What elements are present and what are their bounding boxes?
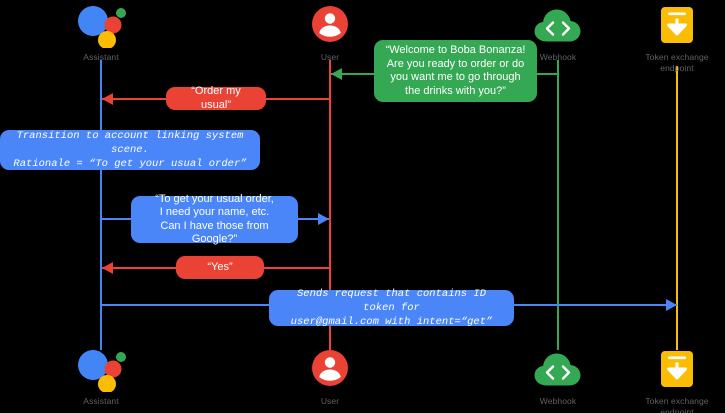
message-box-yes: “Yes” [176,256,264,279]
download-box-icon [622,348,725,392]
lifeline-user [329,60,331,350]
actor-webhook-bottom: Webhook [503,348,613,407]
cloud-code-icon [503,348,613,392]
actor-label-webhook: Webhook [539,396,577,406]
actor-endpoint-top: Token exchange endpoint [622,4,725,74]
message-text-transition-note: Transition to account linking system sce… [13,130,247,170]
actor-label-endpoint: Token exchange endpoint [645,52,709,73]
actor-label-user: User [320,396,340,406]
message-text-yes: “Yes” [207,260,233,273]
lifeline-webhook [557,60,559,350]
actor-assistant-bottom: Assistant [46,348,156,407]
user-avatar-icon [275,4,385,48]
download-box-icon [622,4,725,48]
actor-user-bottom: User [275,348,385,407]
message-box-order-my-usual: “Order my usual” [166,85,266,111]
google-assistant-icon [46,348,156,392]
arrow-head-welcome [331,68,342,80]
actor-endpoint-bottom: Token exchange endpoint [622,348,725,413]
message-text-order-my-usual: “Order my usual” [191,85,241,111]
message-box-welcome: “Welcome to Boba Bonanza! Are you ready … [374,40,537,102]
message-box-token-request: Sends request that contains ID token for… [269,288,514,328]
lifeline-endpoint [676,66,678,350]
actor-user-top: User [275,4,385,63]
message-box-transition-note: Transition to account linking system sce… [0,130,260,170]
user-avatar-icon [275,348,385,392]
actor-label-assistant: Assistant [83,396,119,406]
arrow-head-order-my-usual [102,93,113,105]
message-text-welcome: “Welcome to Boba Bonanza! Are you ready … [385,44,526,97]
message-box-consent-prompt: “To get your usual order, I need your na… [131,193,298,245]
message-text-consent-prompt: “To get your usual order, I need your na… [155,192,274,246]
lifeline-assistant [100,60,102,350]
actor-assistant-top: Assistant [46,4,156,63]
arrow-head-consent-prompt [318,213,329,225]
actor-label-endpoint: Token exchange endpoint [645,396,709,413]
google-assistant-icon [46,4,156,48]
message-text-token-request: Sends request that contains ID token for… [290,288,493,328]
arrow-head-yes [102,262,113,274]
arrow-head-token-request [666,299,677,311]
